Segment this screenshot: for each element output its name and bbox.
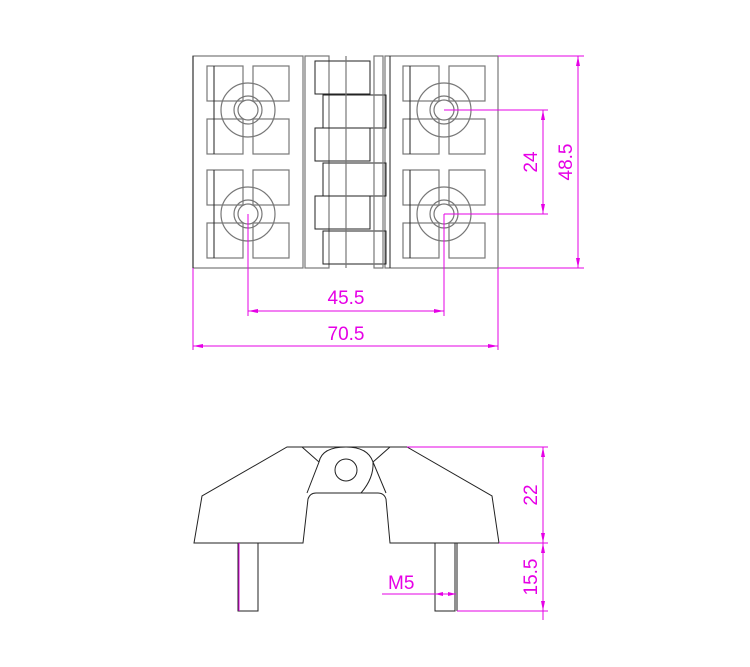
side-view-dimensions: 22 15.5 M5 [382,446,548,620]
side-view [193,446,500,612]
top-view-dimensions: 45.5 70.5 24 48.5 [192,55,584,350]
thread-label: M5 [388,573,414,594]
right-leaf [384,55,499,269]
leaf-cell-pattern [206,65,486,259]
dim-stud-length: 15.5 [521,559,542,596]
pin-hole [334,458,358,482]
left-stud [237,542,259,612]
dim-hole-spacing-vertical: 24 [521,151,542,173]
dim-body-height: 22 [521,484,542,505]
dim-hole-spacing-horizontal: 45.5 [328,288,365,309]
dim-overall-width: 70.5 [328,324,365,345]
knuckle-outline [318,446,374,494]
right-stud [434,542,456,612]
top-view [192,55,499,269]
knuckles [304,55,387,269]
dim-overall-height: 48.5 [556,144,577,181]
hole-boss [220,82,276,138]
mounting-hole [237,99,259,121]
hinge-body [193,446,500,544]
